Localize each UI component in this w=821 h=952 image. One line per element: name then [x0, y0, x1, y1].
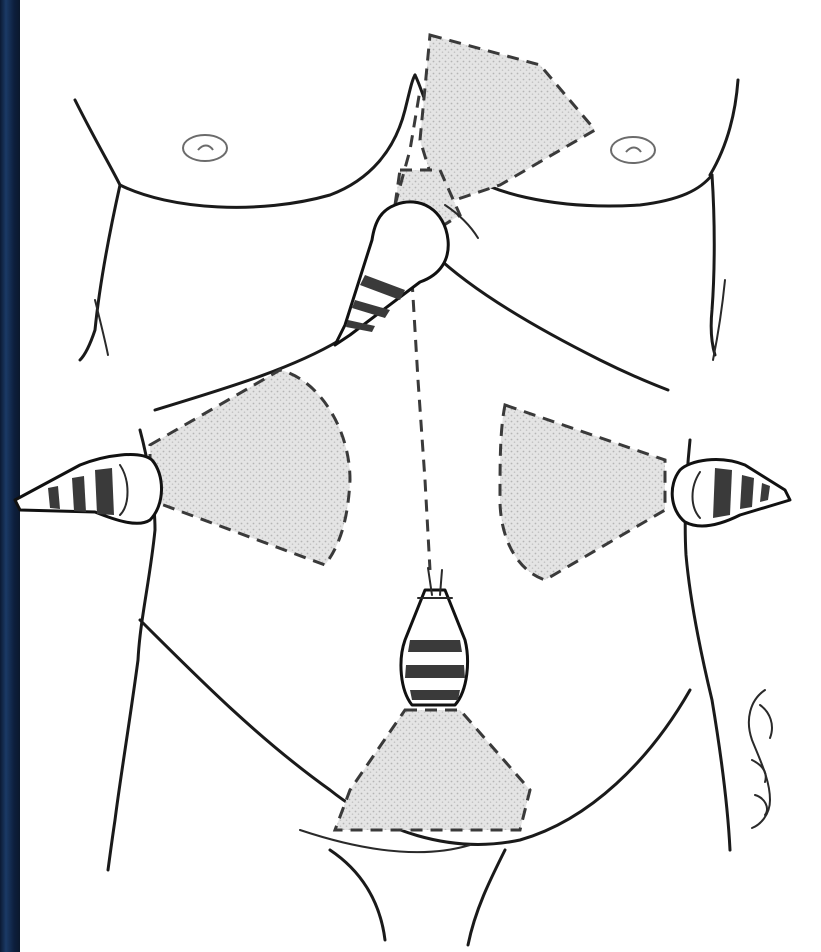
trocar-umbilical [401, 568, 468, 705]
left-shoulder-line [710, 80, 738, 175]
left-thigh-line [468, 850, 505, 945]
left-arm-crease [713, 280, 725, 360]
right-arm-crease [95, 300, 108, 355]
path-epigastric-to-umbilical [412, 280, 430, 570]
nipple-left [611, 137, 655, 163]
field-epigastric-upper [420, 35, 595, 205]
right-shoulder-line [75, 100, 120, 185]
nipple-right [183, 135, 227, 161]
left-flank-outline [711, 175, 715, 355]
trocar-left-flank [672, 460, 790, 526]
left-costal-margin [430, 250, 668, 390]
right-thigh-line [330, 850, 385, 940]
field-umbilical [335, 710, 530, 830]
right-pectoral-line [120, 75, 415, 207]
field-right-flank [150, 370, 350, 565]
artist-signature [749, 690, 772, 828]
trocar-right-flank [15, 455, 162, 524]
field-left-flank [500, 405, 665, 580]
right-flank-outline [80, 185, 120, 360]
